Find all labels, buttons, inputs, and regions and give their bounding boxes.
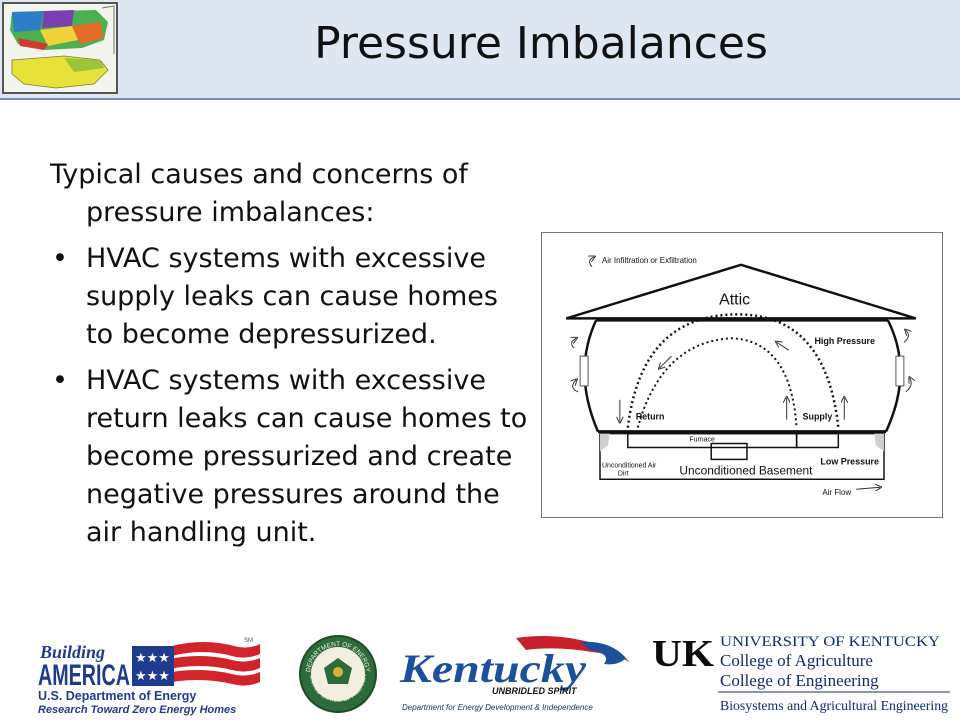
building-america-logo: ★★★ ★★★ Building AMERICA SM U.S. Departm… [34,636,270,716]
logo-doe-text: U.S. Department of Energy [38,689,196,703]
slide-body: Typical causes and concerns of pressure … [50,156,530,560]
bullet-text: HVAC systems with excessive return leaks… [86,365,528,548]
house-cross-section: Air Infiltration or Exfiltration Attic H… [565,233,917,497]
left-leak-arrow-icon [573,380,579,393]
logo-america-text: AMERICA [38,659,130,692]
climate-map-image [4,4,116,92]
doe-seal-logo: DEPARTMENT OF ENERGY UNITED STATES OF AM… [298,634,378,714]
flow-arrow-icon [660,355,672,368]
bullet-list: • HVAC systems with excessive supply lea… [50,240,530,552]
logo-building-text: Building [39,642,105,662]
bullet-icon: • [52,243,68,274]
logo-research-text: Research Toward Zero Energy Homes [38,704,236,716]
label-supply: Supply [803,412,833,422]
ky-swoosh-red [516,636,630,662]
slide-header: Pressure Imbalances [0,0,960,100]
kentucky-tagline: UNBRIDLED SPIRIT [492,686,578,696]
dirt-corner [600,433,610,452]
label-high-pressure: High Pressure [814,336,875,346]
airflow-arc-inner [636,337,798,428]
slide-title: Pressure Imbalances [314,18,768,69]
roof-outline [565,263,917,320]
star-icon: ★★★ [135,651,170,666]
uk-biosystems-text: Biosystems and Agricultural Engineering [720,698,948,713]
label-dirt: Dirt [618,470,629,477]
bullet-text: HVAC systems with excessive supply leaks… [86,243,498,350]
star-icon: ★★★ [135,669,170,684]
uk-mark: UK [652,633,714,675]
kentucky-wordmark: Kentucky [399,646,586,691]
right-leak-arrow-icon [903,330,909,343]
infiltration-arrow-icon [590,257,595,268]
airflow-arc-outer [626,313,840,428]
furnace-box [710,442,748,461]
label-air-flow: Air Flow [822,488,851,497]
left-leak-arrow-icon [572,338,577,349]
bullet-icon: • [52,365,68,396]
label-unconditioned-basement: Unconditioned Basement [679,463,813,477]
university-of-kentucky-logo: UK UNIVERSITY OF KENTUCKY College of Agr… [652,630,952,718]
kentucky-dept-text: Department for Energy Development & Inde… [402,703,593,712]
house-pressure-diagram: Air Infiltration or Exfiltration Attic H… [541,232,943,518]
intro-text: Typical causes and concerns of pressure … [50,159,468,228]
label-low-pressure: Low Pressure [820,456,879,466]
right-leak-arrow-icon [905,378,911,393]
horse-head-icon [580,641,626,665]
right-window [895,355,905,387]
label-furnace: Furnace [689,437,715,444]
label-unconditioned-air: Unconditioned Air [602,462,657,469]
air-flow-arrow-icon [856,487,880,489]
us-climate-map-logo [2,2,118,94]
uk-university-text: UNIVERSITY OF KENTUCKY [720,634,940,650]
logo-sm-mark: SM [244,638,253,644]
left-window [579,355,589,387]
kentucky-logo: Kentucky UNBRIDLED SPIRIT Department for… [396,634,632,714]
uk-agriculture-text: College of Agriculture [720,651,873,670]
uk-engineering-text: College of Engineering [720,671,879,690]
bullet-item-supply-leaks: • HVAC systems with excessive supply lea… [50,240,530,354]
supply-duct [795,432,840,449]
flow-arrow-icon [777,342,789,351]
label-air-infiltration: Air Infiltration or Exfiltration [602,256,697,265]
label-attic: Attic [719,291,750,308]
bullet-item-return-leaks: • HVAC systems with excessive return lea… [50,362,530,552]
dirt-corner [874,433,884,452]
label-return: Return [636,412,665,422]
